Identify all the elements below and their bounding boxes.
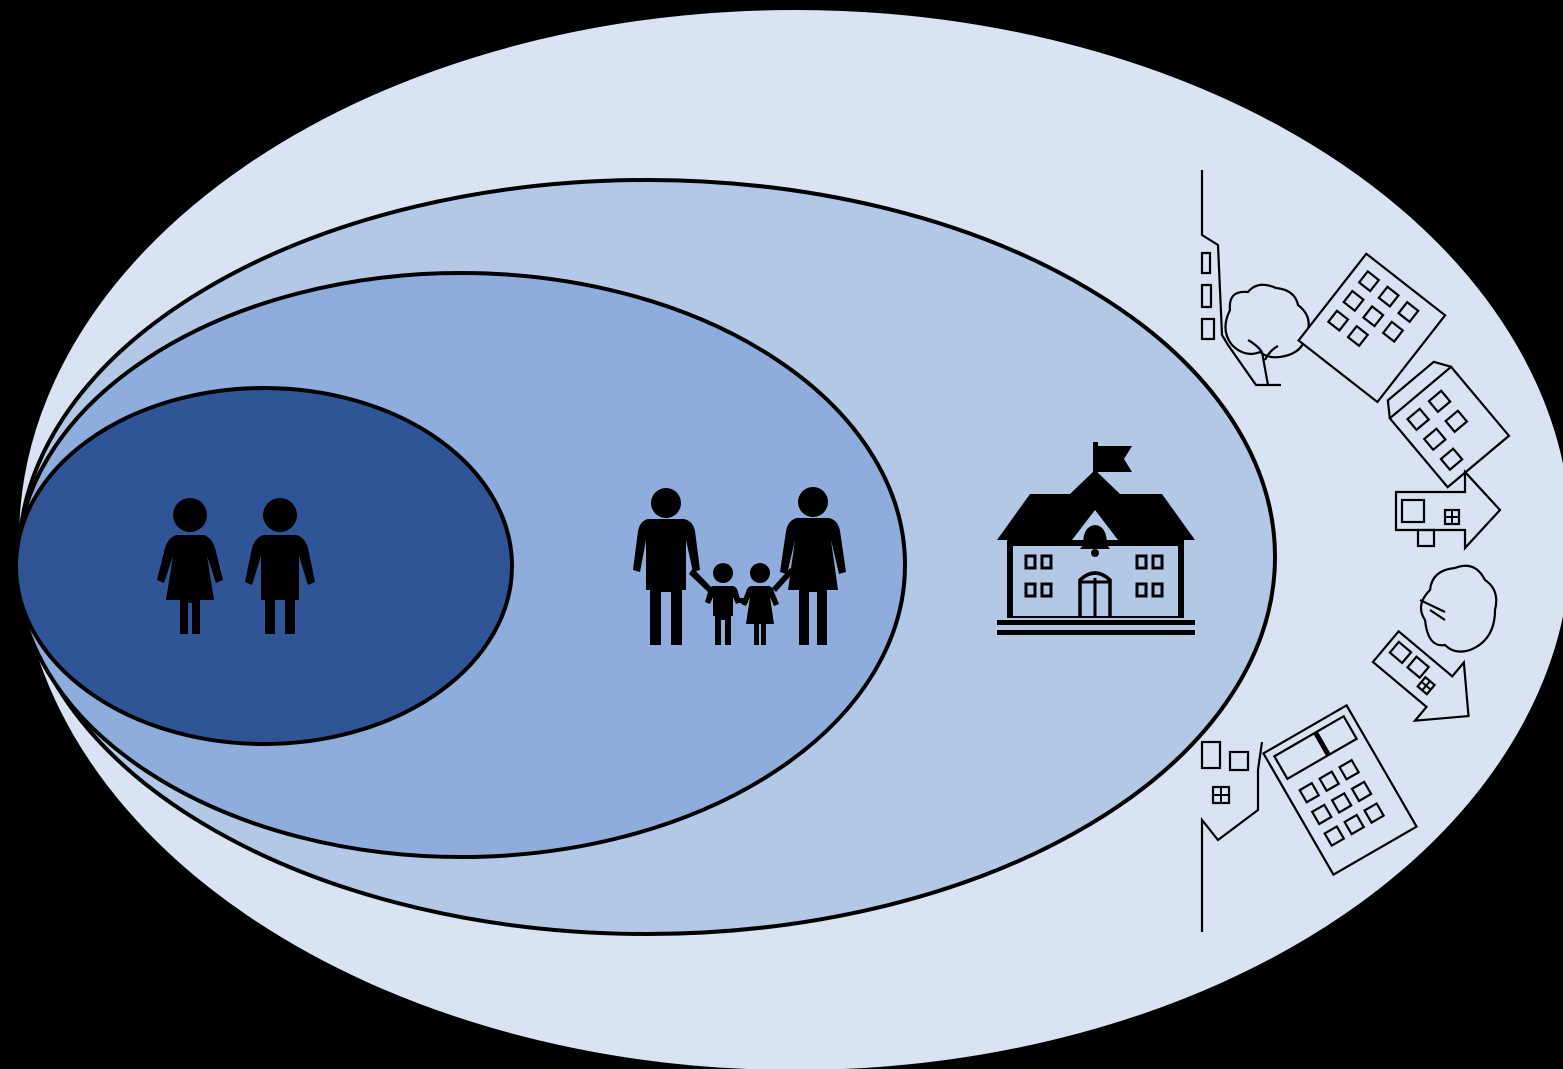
nested-ellipse-diagram (0, 0, 1563, 1069)
